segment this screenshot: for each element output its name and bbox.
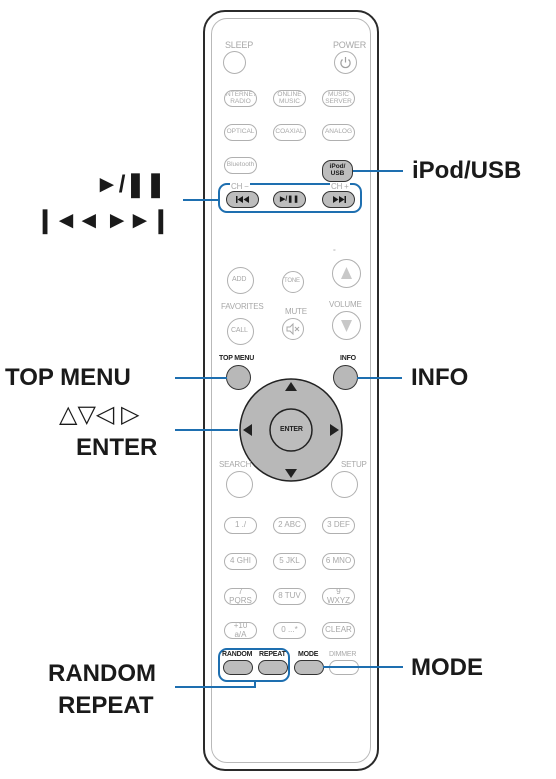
- callout-info: INFO: [411, 364, 469, 391]
- cursor-leader-line: [175, 429, 238, 431]
- cursor-down-icon: [285, 469, 297, 478]
- key-3[interactable]: 3 DEF: [322, 517, 355, 534]
- cursor-up-icon: [285, 382, 297, 391]
- key-1[interactable]: 1 ./: [224, 517, 257, 534]
- key-8[interactable]: 8 TUV: [273, 588, 306, 605]
- online-music-button[interactable]: ONLINE MUSIC: [273, 90, 306, 107]
- dimmer-label: DIMMER: [329, 651, 357, 658]
- setup-button[interactable]: [331, 471, 358, 498]
- play-pause-icon: ▶/❚❚: [279, 195, 300, 203]
- repeat-button[interactable]: [258, 660, 288, 675]
- callout-ipod-usb: iPod/USB: [412, 157, 522, 184]
- search-label: SEARCH: [219, 460, 252, 469]
- favorites-label: FAVORITES: [221, 302, 264, 311]
- music-server-button[interactable]: MUSIC SERVER: [322, 90, 355, 107]
- ch-minus-label: CH −: [230, 182, 250, 191]
- sleep-button[interactable]: [223, 51, 246, 74]
- cursor-right-icon: [330, 424, 339, 436]
- sleep-label: SLEEP: [225, 40, 254, 50]
- previous-track-button[interactable]: [226, 191, 259, 208]
- clear-button[interactable]: CLEAR: [322, 622, 355, 639]
- cursor-pad[interactable]: [238, 377, 344, 483]
- random-label: RANDOM: [222, 651, 253, 658]
- callout-repeat: REPEAT: [58, 692, 154, 719]
- mute-icon: [286, 322, 300, 336]
- key-0[interactable]: 0 ...*: [273, 622, 306, 639]
- next-icon: [332, 196, 346, 203]
- power-icon: [340, 57, 351, 69]
- info-leader-line: [357, 377, 402, 379]
- callout-random: RANDOM: [48, 660, 156, 687]
- mode-button[interactable]: [294, 660, 324, 675]
- cursor-left-icon: [243, 424, 252, 436]
- enter-button: [269, 408, 313, 452]
- coaxial-button[interactable]: COAXIAL: [273, 124, 306, 141]
- volume-down-icon: [341, 320, 352, 332]
- volume-up-marker: °: [333, 249, 336, 256]
- volume-label: VOLUME: [329, 300, 362, 309]
- key-5[interactable]: 5 JKL: [273, 553, 306, 570]
- callout-mode: MODE: [411, 654, 483, 681]
- mute-label: MUTE: [285, 307, 307, 316]
- call-label: CALL: [231, 327, 248, 334]
- tone-label: TONE: [284, 278, 300, 284]
- analog-button[interactable]: ANALOG: [322, 124, 355, 141]
- enter-key-label: ENTER: [280, 426, 303, 433]
- power-button[interactable]: [334, 51, 357, 74]
- callout-cursor: △▽◁ ▷: [59, 401, 140, 428]
- callout-skip: ❙◄◄ ►►❙: [35, 207, 171, 234]
- key-6[interactable]: 6 MNO: [322, 553, 355, 570]
- transport-highlight-box: [218, 183, 362, 213]
- prev-icon: [235, 196, 249, 203]
- random-repeat-leader-tick: [254, 682, 256, 688]
- remote-control-inner-outline: [211, 18, 371, 763]
- callout-top-menu: TOP MENU: [5, 364, 131, 391]
- random-repeat-leader-line: [175, 686, 255, 688]
- ipod-usb-leader-line: [353, 170, 403, 172]
- volume-down-button[interactable]: [332, 311, 361, 340]
- volume-up-icon: [341, 267, 352, 279]
- setup-label: SETUP: [341, 460, 367, 469]
- optical-button[interactable]: OPTICAL: [224, 124, 257, 141]
- call-button[interactable]: [227, 318, 254, 345]
- ch-plus-label: CH +: [330, 182, 350, 191]
- tone-button[interactable]: [282, 271, 304, 293]
- key-4[interactable]: 4 GHI: [224, 553, 257, 570]
- power-label: POWER: [333, 40, 367, 50]
- mute-button[interactable]: [282, 318, 304, 340]
- next-track-button[interactable]: [322, 191, 355, 208]
- volume-up-button[interactable]: [332, 259, 361, 288]
- search-button[interactable]: [226, 471, 253, 498]
- play-pause-button[interactable]: ▶/❚❚: [273, 191, 306, 208]
- bluetooth-button[interactable]: Bluetooth: [224, 157, 257, 174]
- ipod-usb-button[interactable]: iPod/ USB: [322, 160, 353, 182]
- key-plus-10[interactable]: +10 a/A: [224, 622, 257, 639]
- key-9[interactable]: 9 WXYZ: [322, 588, 355, 605]
- internet-radio-button[interactable]: INTERNET RADIO: [224, 90, 257, 107]
- info-label: INFO: [340, 355, 356, 362]
- top-menu-label: TOP MENU: [219, 355, 255, 362]
- transport-leader-line: [183, 199, 218, 201]
- callout-play-pause: ►/❚❚: [95, 171, 166, 198]
- add-label: ADD: [232, 276, 247, 283]
- mode-label: MODE: [298, 651, 319, 658]
- add-button[interactable]: [227, 267, 254, 294]
- mode-leader-line: [323, 666, 403, 668]
- key-2[interactable]: 2 ABC: [273, 517, 306, 534]
- random-repeat-highlight-box: [218, 648, 290, 682]
- callout-enter: ENTER: [76, 434, 158, 461]
- top-menu-leader-line: [175, 377, 227, 379]
- key-7[interactable]: 7 PQRS: [224, 588, 257, 605]
- top-menu-button[interactable]: [226, 365, 251, 390]
- random-button[interactable]: [223, 660, 253, 675]
- repeat-label: REPEAT: [259, 651, 286, 658]
